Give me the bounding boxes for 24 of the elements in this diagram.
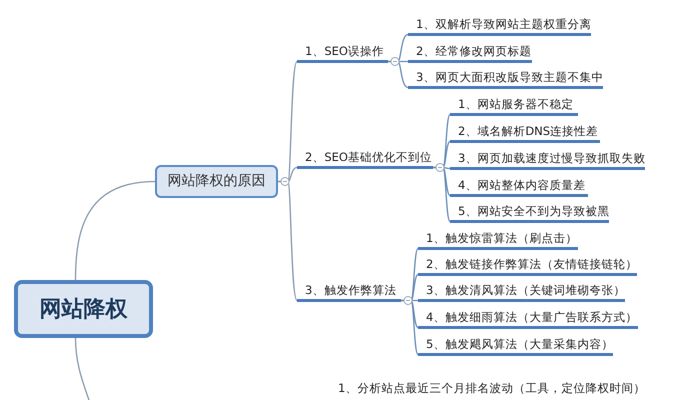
subtopic-text: 3、网页加载速度过慢导致抓取失败 [450,151,646,170]
subtopic-text: 1、双解析导致网站主题权重分离 [408,17,592,36]
connector-line [74,180,156,280]
subtopic-text: 1、分析站点最近三个月排名波动（工具，定位降权时间） [330,381,660,396]
connector-line [278,180,298,301]
subtopic-text: 3、网页大面积改版导致主题不集中 [408,70,604,89]
subtopic-text: 2、触发链接作弊算法（友情链接链轮） [418,257,638,276]
subtopic-text: 3、触发作弊算法 [297,283,401,302]
subtopic-text: 5、网站安全不到为导致被黑 [450,204,610,223]
subtopic-text: 5、触发飓风算法（大量采集内容） [418,337,614,356]
topic-box: 网站降权的原因 [155,165,278,198]
subtopic-text: 4、网站整体内容质量差 [450,178,588,197]
central-topic-box: 网站降权 [14,280,153,338]
subtopic-text: 1、触发惊雷算法（刷点击） [418,231,578,250]
connector-line [74,338,92,400]
subtopic-text: 3、触发清风算法（关键词堆砌夸张） [418,283,626,302]
subtopic-text: 1、SEO误操作 [297,44,388,63]
subtopic-text: 1、网站服务器不稳定 [450,97,578,116]
subtopic-text: 4、触发细雨算法（大量广告联系方式） [418,310,638,329]
connector-line [433,166,450,222]
subtopic-text: 2、经常修改网页标题 [408,44,532,63]
connector-line [401,300,418,355]
subtopic-text: 2、域名解析DNS连接性差 [450,124,600,143]
subtopic-text: 2、SEO基础优化不到位 [297,150,433,169]
